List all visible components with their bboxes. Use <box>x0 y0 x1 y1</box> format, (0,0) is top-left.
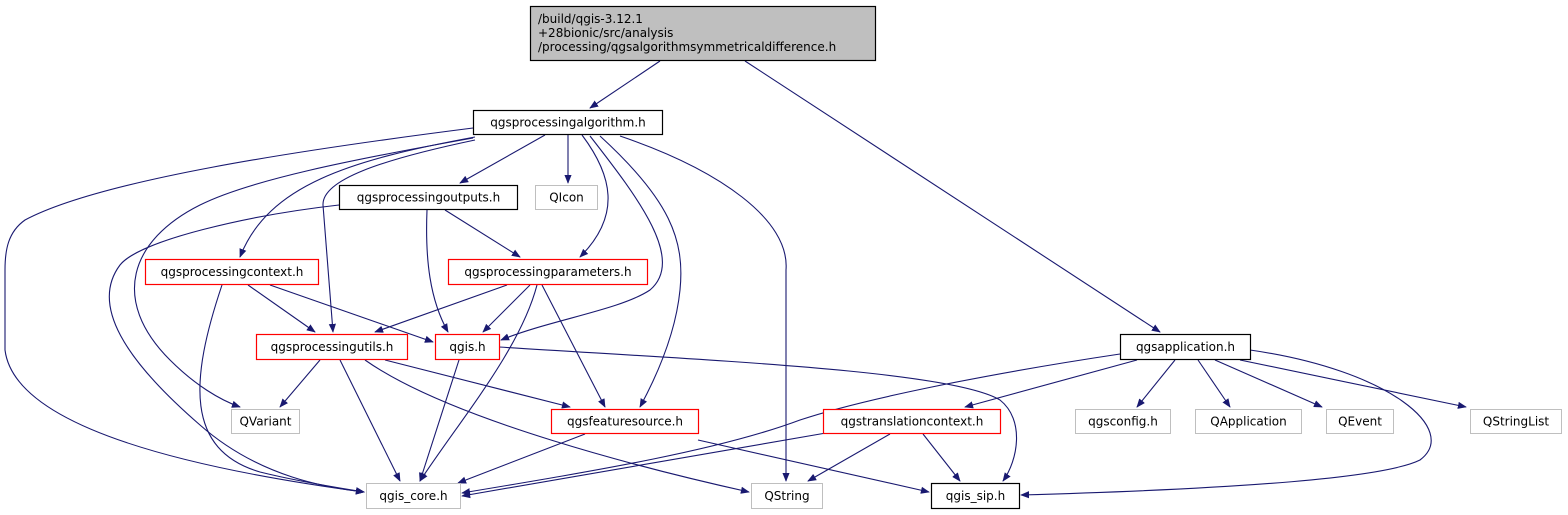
node-box <box>1326 409 1394 434</box>
node-label: qgsprocessingparameters.h <box>464 265 631 279</box>
node-qicon: QIcon <box>535 185 598 210</box>
node-label: qgsprocessingcontext.h <box>161 265 304 279</box>
node-label: qgsconfig.h <box>1088 415 1158 429</box>
node-label: qgsfeaturesource.h <box>567 415 683 429</box>
node-parameters[interactable]: qgsprocessingparameters.h <box>447 258 649 286</box>
node-label: QStringList <box>1483 415 1550 429</box>
edge-outputs-to-parameters <box>444 209 521 258</box>
node-label: QIcon <box>549 191 584 205</box>
node-algorithm[interactable]: qgsprocessingalgorithm.h <box>472 109 664 136</box>
edge-root-to-algorithm <box>589 60 661 109</box>
node-box <box>366 483 461 509</box>
node-label-line: +28bionic/src/analysis <box>538 26 673 40</box>
node-context[interactable]: qgsprocessingcontext.h <box>144 258 320 286</box>
edge-parameters-to-qgis <box>482 284 531 333</box>
node-outputs[interactable]: qgsprocessingoutputs.h <box>338 184 519 211</box>
node-qstring: QString <box>751 483 823 509</box>
node-qgis[interactable]: qgis.h <box>434 333 501 361</box>
edge-application-to-translation <box>964 359 1138 409</box>
edge-application-to-qgsconfig <box>1136 359 1176 408</box>
node-box <box>231 409 300 434</box>
node-label: qgis.h <box>449 340 485 354</box>
node-qgsconfig: qgsconfig.h <box>1075 409 1171 434</box>
edge-utils-to-qvariant <box>279 359 321 408</box>
node-label: QEvent <box>1338 415 1382 429</box>
node-box <box>1075 409 1171 434</box>
node-box <box>144 258 320 286</box>
node-box <box>751 483 823 509</box>
edge-algorithm-to-parameters <box>579 134 609 258</box>
edge-application-to-qevent <box>1214 359 1323 408</box>
edge-qgis-to-qgis_sip <box>498 346 1018 482</box>
node-label: qgsapplication.h <box>1136 340 1235 354</box>
edge-translation-to-qgis_core <box>461 432 827 499</box>
node-qstringlist: QStringList <box>1470 409 1562 434</box>
node-box <box>1119 333 1252 361</box>
edge-algorithm-to-qgis <box>500 135 663 341</box>
node-label-line: /processing/qgsalgorithmsymmetricaldiffe… <box>538 40 836 54</box>
edge-algorithm-to-qstring <box>619 135 790 482</box>
edge-context-to-qgis_core <box>199 284 365 495</box>
node-label: QString <box>764 489 809 503</box>
edge-parameters-to-qgis_core <box>419 284 538 482</box>
node-qevent: QEvent <box>1326 409 1394 434</box>
node-label: qgsprocessingalgorithm.h <box>490 116 646 130</box>
node-box <box>1470 409 1562 434</box>
edge-application-to-qgis_sip <box>1020 349 1432 499</box>
node-box <box>822 408 1002 435</box>
edge-application-to-qstringlist <box>1239 359 1467 409</box>
edge-application-to-qapplication <box>1197 359 1231 408</box>
edge-parameters-to-featuresource <box>541 284 606 408</box>
edge-algorithm-to-featuresource <box>599 135 682 408</box>
node-label-line: /build/qgis-3.12.1 <box>538 12 643 26</box>
node-box <box>338 184 519 211</box>
edge-context-to-qgis <box>269 284 434 343</box>
edge-application-to-qgis_core <box>461 353 1121 496</box>
node-box <box>472 109 664 136</box>
edge-algorithm-to-outputs <box>459 134 546 184</box>
node-box <box>434 333 501 361</box>
edge-outputs-to-qgis <box>426 209 449 333</box>
edge-translation-to-qstring <box>807 433 891 482</box>
edge-root-to-application <box>744 60 1161 333</box>
node-box <box>550 408 700 435</box>
edge-utils-to-qstring <box>364 359 750 494</box>
node-label: qgis_core.h <box>379 489 447 503</box>
node-label: qgstranslationcontext.h <box>841 415 984 429</box>
node-box <box>535 185 598 210</box>
node-qvariant: QVariant <box>231 409 300 434</box>
edge-algorithm-to-qgis_core <box>4 127 474 495</box>
edge-utils-to-featuresource <box>384 359 571 409</box>
node-qgis_sip[interactable]: qgis_sip.h <box>930 482 1021 510</box>
node-translation[interactable]: qgstranslationcontext.h <box>822 408 1002 435</box>
node-label: QApplication <box>1210 415 1287 429</box>
node-qgis_core: qgis_core.h <box>366 483 461 509</box>
node-box <box>447 258 649 286</box>
node-featuresource[interactable]: qgsfeaturesource.h <box>550 408 700 435</box>
node-box <box>255 333 409 361</box>
node-application[interactable]: qgsapplication.h <box>1119 333 1252 361</box>
edge-parameters-to-utils <box>374 284 508 333</box>
edge-algorithm-to-qvariant <box>134 137 474 408</box>
edge-featuresource-to-qgis_core <box>457 433 586 484</box>
node-utils[interactable]: qgsprocessingutils.h <box>255 333 409 361</box>
node-box <box>930 482 1021 510</box>
edge-translation-to-qgis_sip <box>922 433 961 482</box>
edge-utils-to-qgis_core <box>339 359 401 482</box>
node-label: qgsprocessingutils.h <box>271 340 394 354</box>
node-label: qgsprocessingoutputs.h <box>357 191 500 205</box>
edge-outputs-to-qgis_core <box>108 204 365 495</box>
node-box <box>529 5 877 62</box>
node-root[interactable]: /build/qgis-3.12.1+28bionic/src/analysis… <box>529 5 877 62</box>
node-qapplication: QApplication <box>1195 409 1302 434</box>
edge-algorithm-to-utils <box>322 139 476 333</box>
node-label: qgis_sip.h <box>946 489 1005 503</box>
node-box <box>1195 409 1302 434</box>
edge-qgis-to-qgis_core <box>419 359 460 482</box>
edge-context-to-utils <box>247 284 316 333</box>
node-label: QVariant <box>239 415 291 429</box>
